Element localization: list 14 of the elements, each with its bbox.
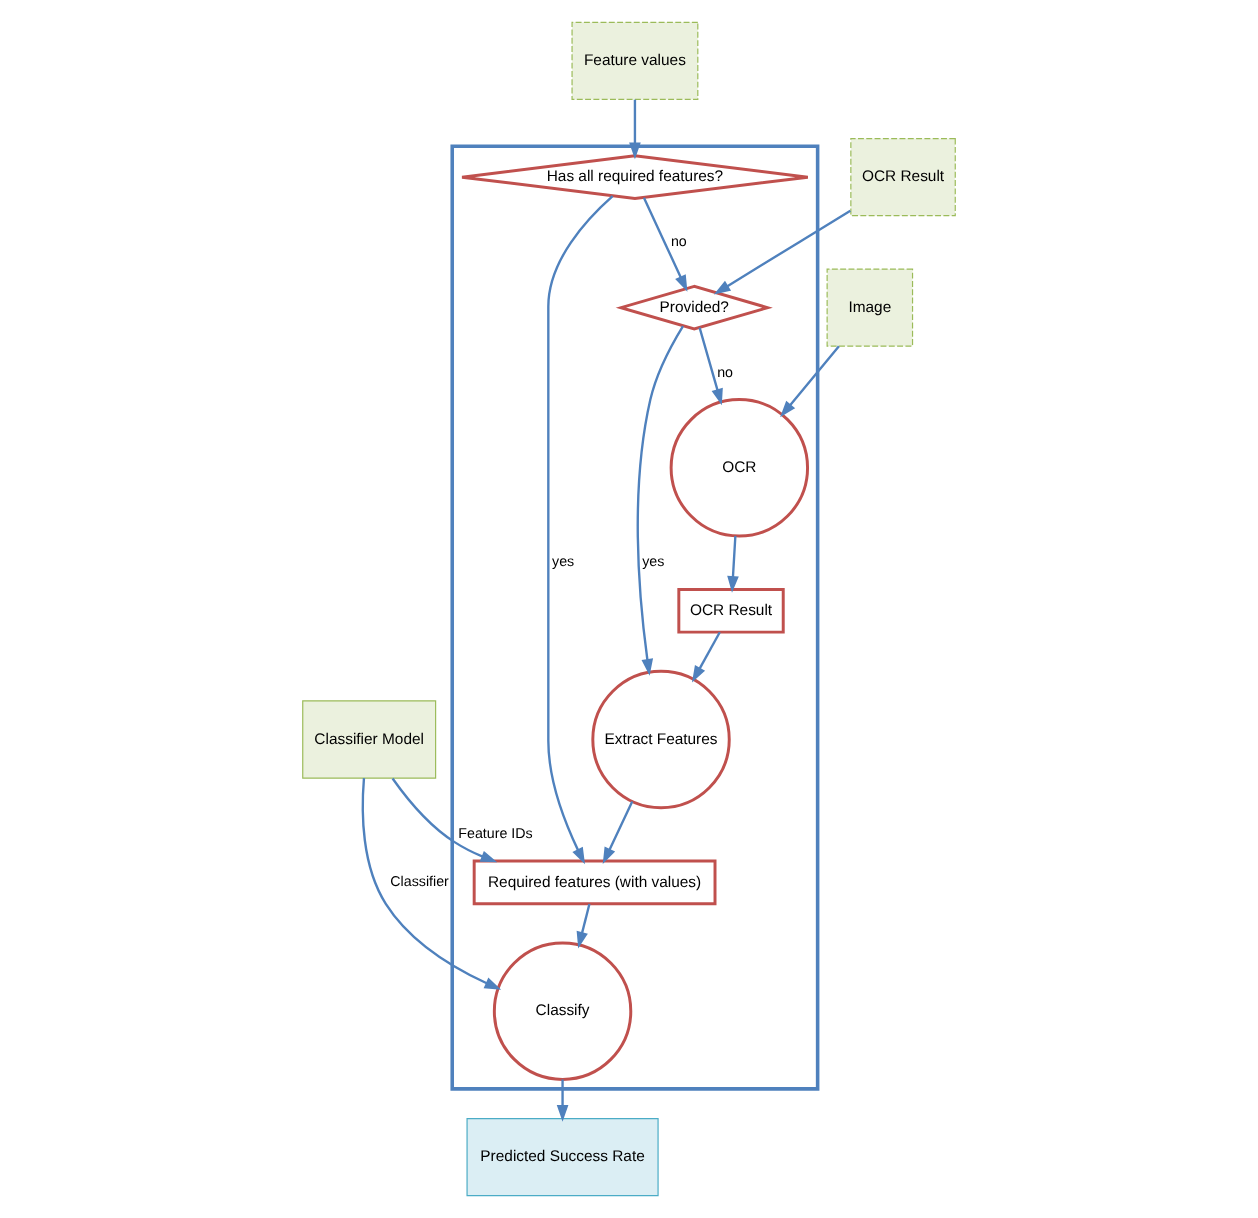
arrow: [780, 345, 840, 418]
arrow: [642, 197, 688, 292]
arrow: [602, 801, 634, 865]
arrow: [636, 325, 684, 676]
arrow: [713, 209, 851, 295]
arrow: [629, 99, 641, 160]
arrow: [698, 327, 723, 406]
arrow: [547, 195, 614, 865]
arrow: [361, 778, 502, 990]
arrow: [576, 903, 591, 949]
arrow: [692, 631, 721, 683]
arrow: [727, 535, 739, 593]
arrow: [556, 1079, 569, 1122]
arrow: [391, 777, 498, 863]
